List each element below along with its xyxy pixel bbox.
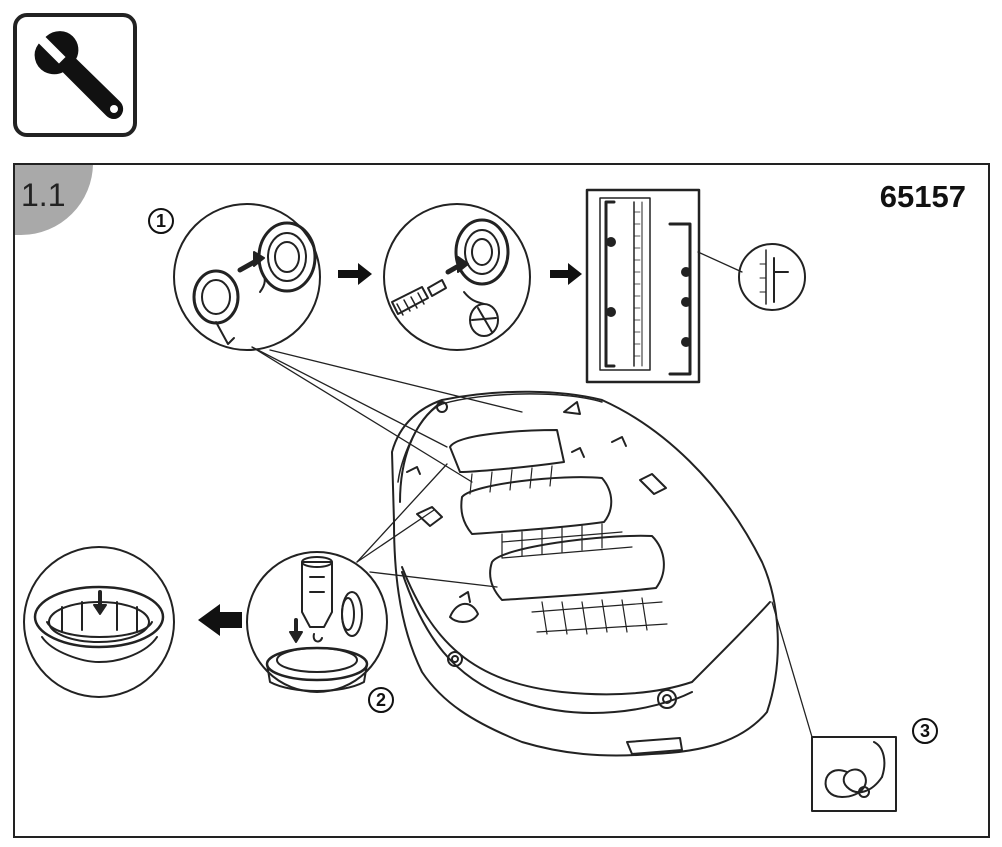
rope-knot-icon (811, 736, 897, 812)
callout-1: 1 (148, 208, 174, 234)
instruction-panel: 1.1 65157 (13, 163, 990, 838)
callout-3: 3 (912, 718, 938, 744)
arrow-right-icon (338, 263, 372, 285)
inflatable-boat (391, 390, 779, 757)
pressure-gauge-icon (585, 188, 806, 384)
assembly-illustration (23, 188, 897, 812)
product-code: 65157 (879, 179, 966, 214)
valve-pin-icon (246, 551, 388, 693)
valve-cap-icon (173, 203, 321, 351)
valve-ring-icon (23, 546, 175, 698)
tool-badge (13, 13, 137, 137)
pump-hose-icon (383, 203, 531, 351)
step-number: 1.1 (21, 177, 66, 213)
step-tab: 1.1 (15, 165, 93, 235)
leader-lines (251, 251, 813, 738)
wrench-icon (34, 31, 124, 119)
arrow-right-icon (550, 263, 582, 285)
callout-2: 2 (368, 687, 394, 713)
arrow-left-icon (198, 604, 242, 636)
